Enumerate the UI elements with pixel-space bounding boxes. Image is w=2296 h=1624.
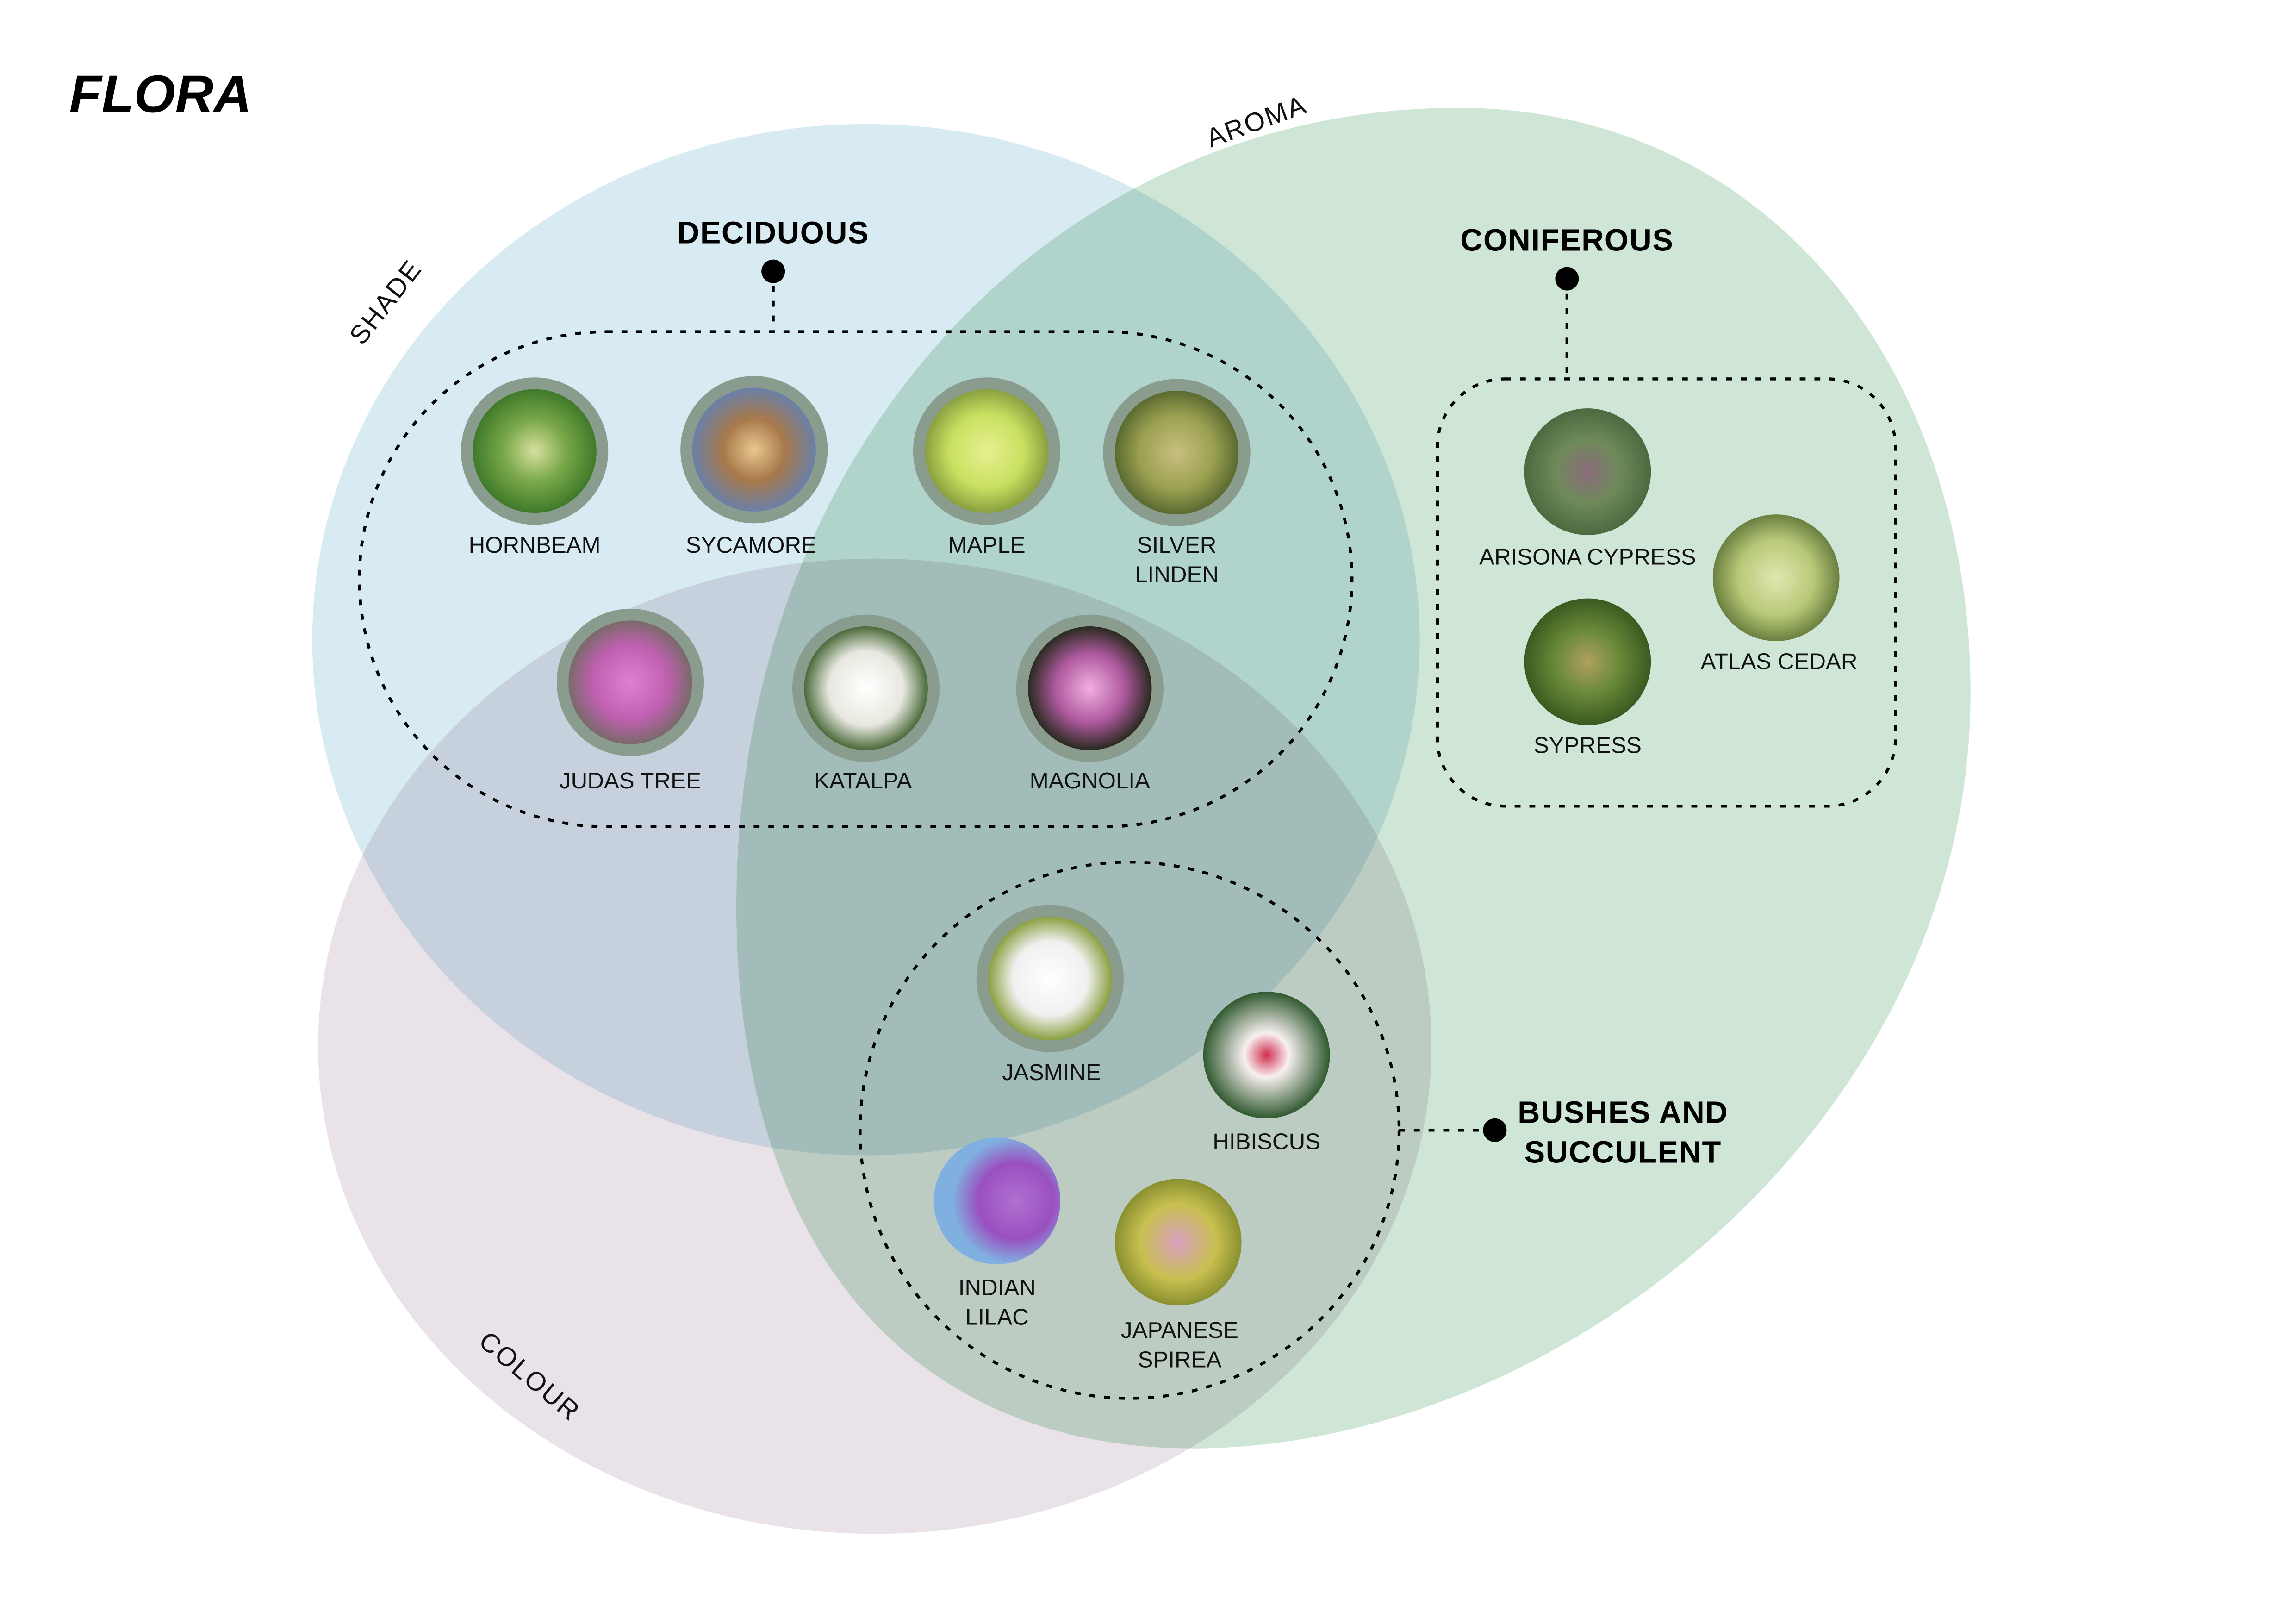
silver-linden-photo bbox=[1114, 390, 1239, 515]
plant-maple: MAPLE bbox=[913, 377, 1061, 558]
sypress-photo bbox=[1524, 598, 1651, 725]
arisona-cypress-photo bbox=[1524, 408, 1651, 535]
deciduous-group: DECIDUOUS HORNBEAM SYCAMORE MAPLE SILVER… bbox=[358, 216, 1354, 829]
coniferous-boundary bbox=[1436, 377, 1897, 808]
plant-atlas-cedar: ATLAS CEDAR bbox=[1701, 514, 1858, 674]
plant-label: SYPRESS bbox=[1534, 733, 1642, 758]
page-title: FLORA bbox=[69, 64, 252, 124]
plant-label: JASMINE bbox=[1002, 1060, 1101, 1085]
japanese-spirea-photo bbox=[1114, 1179, 1242, 1306]
deciduous-boundary bbox=[358, 330, 1354, 829]
plant-label: JAPANESE bbox=[1121, 1318, 1238, 1343]
plant-hornbeam: HORNBEAM bbox=[461, 377, 609, 558]
deciduous-dot bbox=[761, 259, 785, 283]
plant-label: SYCAMORE bbox=[686, 532, 816, 558]
plant-magnolia: MAGNOLIA bbox=[1016, 614, 1164, 793]
plant-label: MAGNOLIA bbox=[1030, 768, 1150, 793]
plant-label: ATLAS CEDAR bbox=[1701, 649, 1858, 674]
judas-tree-photo bbox=[568, 620, 692, 744]
plant-label-line2: LILAC bbox=[965, 1304, 1029, 1330]
plant-jasmine: JASMINE bbox=[976, 905, 1124, 1085]
plant-label: MAPLE bbox=[948, 532, 1025, 558]
plant-label-line2: LINDEN bbox=[1135, 562, 1219, 587]
magnolia-photo bbox=[1028, 626, 1152, 750]
plant-indian-lilac: INDIAN LILAC bbox=[933, 1137, 1061, 1330]
plant-sypress: SYPRESS bbox=[1524, 598, 1651, 758]
plant-label: SILVER bbox=[1137, 532, 1217, 558]
bushes-dot bbox=[1483, 1118, 1507, 1142]
plant-sycamore: SYCAMORE bbox=[680, 376, 828, 558]
plant-label: HORNBEAM bbox=[469, 532, 601, 558]
maple-photo bbox=[925, 389, 1049, 513]
bushes-heading-line2: SUCCULENT bbox=[1524, 1135, 1722, 1169]
hornbeam-photo bbox=[473, 389, 597, 513]
plant-label: ARISONA CYPRESS bbox=[1479, 544, 1696, 569]
plant-label: HIBISCUS bbox=[1213, 1129, 1320, 1155]
jasmine-photo bbox=[988, 916, 1112, 1041]
plant-label: INDIAN bbox=[958, 1275, 1036, 1300]
coniferous-dot bbox=[1555, 267, 1579, 291]
hibiscus-photo bbox=[1203, 992, 1330, 1118]
plant-arisona-cypress: ARISONA CYPRESS bbox=[1479, 408, 1696, 569]
plant-katalpa: KATALPA bbox=[792, 614, 940, 793]
coniferous-group: CONIFEROUS ARISONA CYPRESS ATLAS CEDAR S… bbox=[1436, 224, 1897, 808]
plant-judas-tree: JUDAS TREE bbox=[556, 608, 704, 793]
indian-lilac-photo bbox=[933, 1137, 1061, 1264]
plant-hibiscus: HIBISCUS bbox=[1203, 992, 1330, 1155]
atlas-cedar-photo bbox=[1712, 514, 1840, 641]
bushes-heading-line1: BUSHES AND bbox=[1518, 1095, 1728, 1130]
plant-label: JUDAS TREE bbox=[560, 768, 701, 793]
shade-label: SHADE bbox=[344, 254, 428, 350]
bushes-group: BUSHES AND SUCCULENT JASMINE HIBISCUS IN… bbox=[859, 861, 1728, 1400]
katalpa-photo bbox=[804, 626, 928, 750]
sycamore-photo bbox=[692, 387, 816, 512]
plant-silver-linden: SILVER LINDEN bbox=[1103, 379, 1251, 587]
plant-label: KATALPA bbox=[814, 768, 912, 793]
plant-japanese-spirea: JAPANESE SPIREA bbox=[1114, 1179, 1242, 1373]
coniferous-heading: CONIFEROUS bbox=[1460, 224, 1674, 258]
plant-label-line2: SPIREA bbox=[1138, 1347, 1221, 1373]
deciduous-heading: DECIDUOUS bbox=[677, 216, 869, 250]
